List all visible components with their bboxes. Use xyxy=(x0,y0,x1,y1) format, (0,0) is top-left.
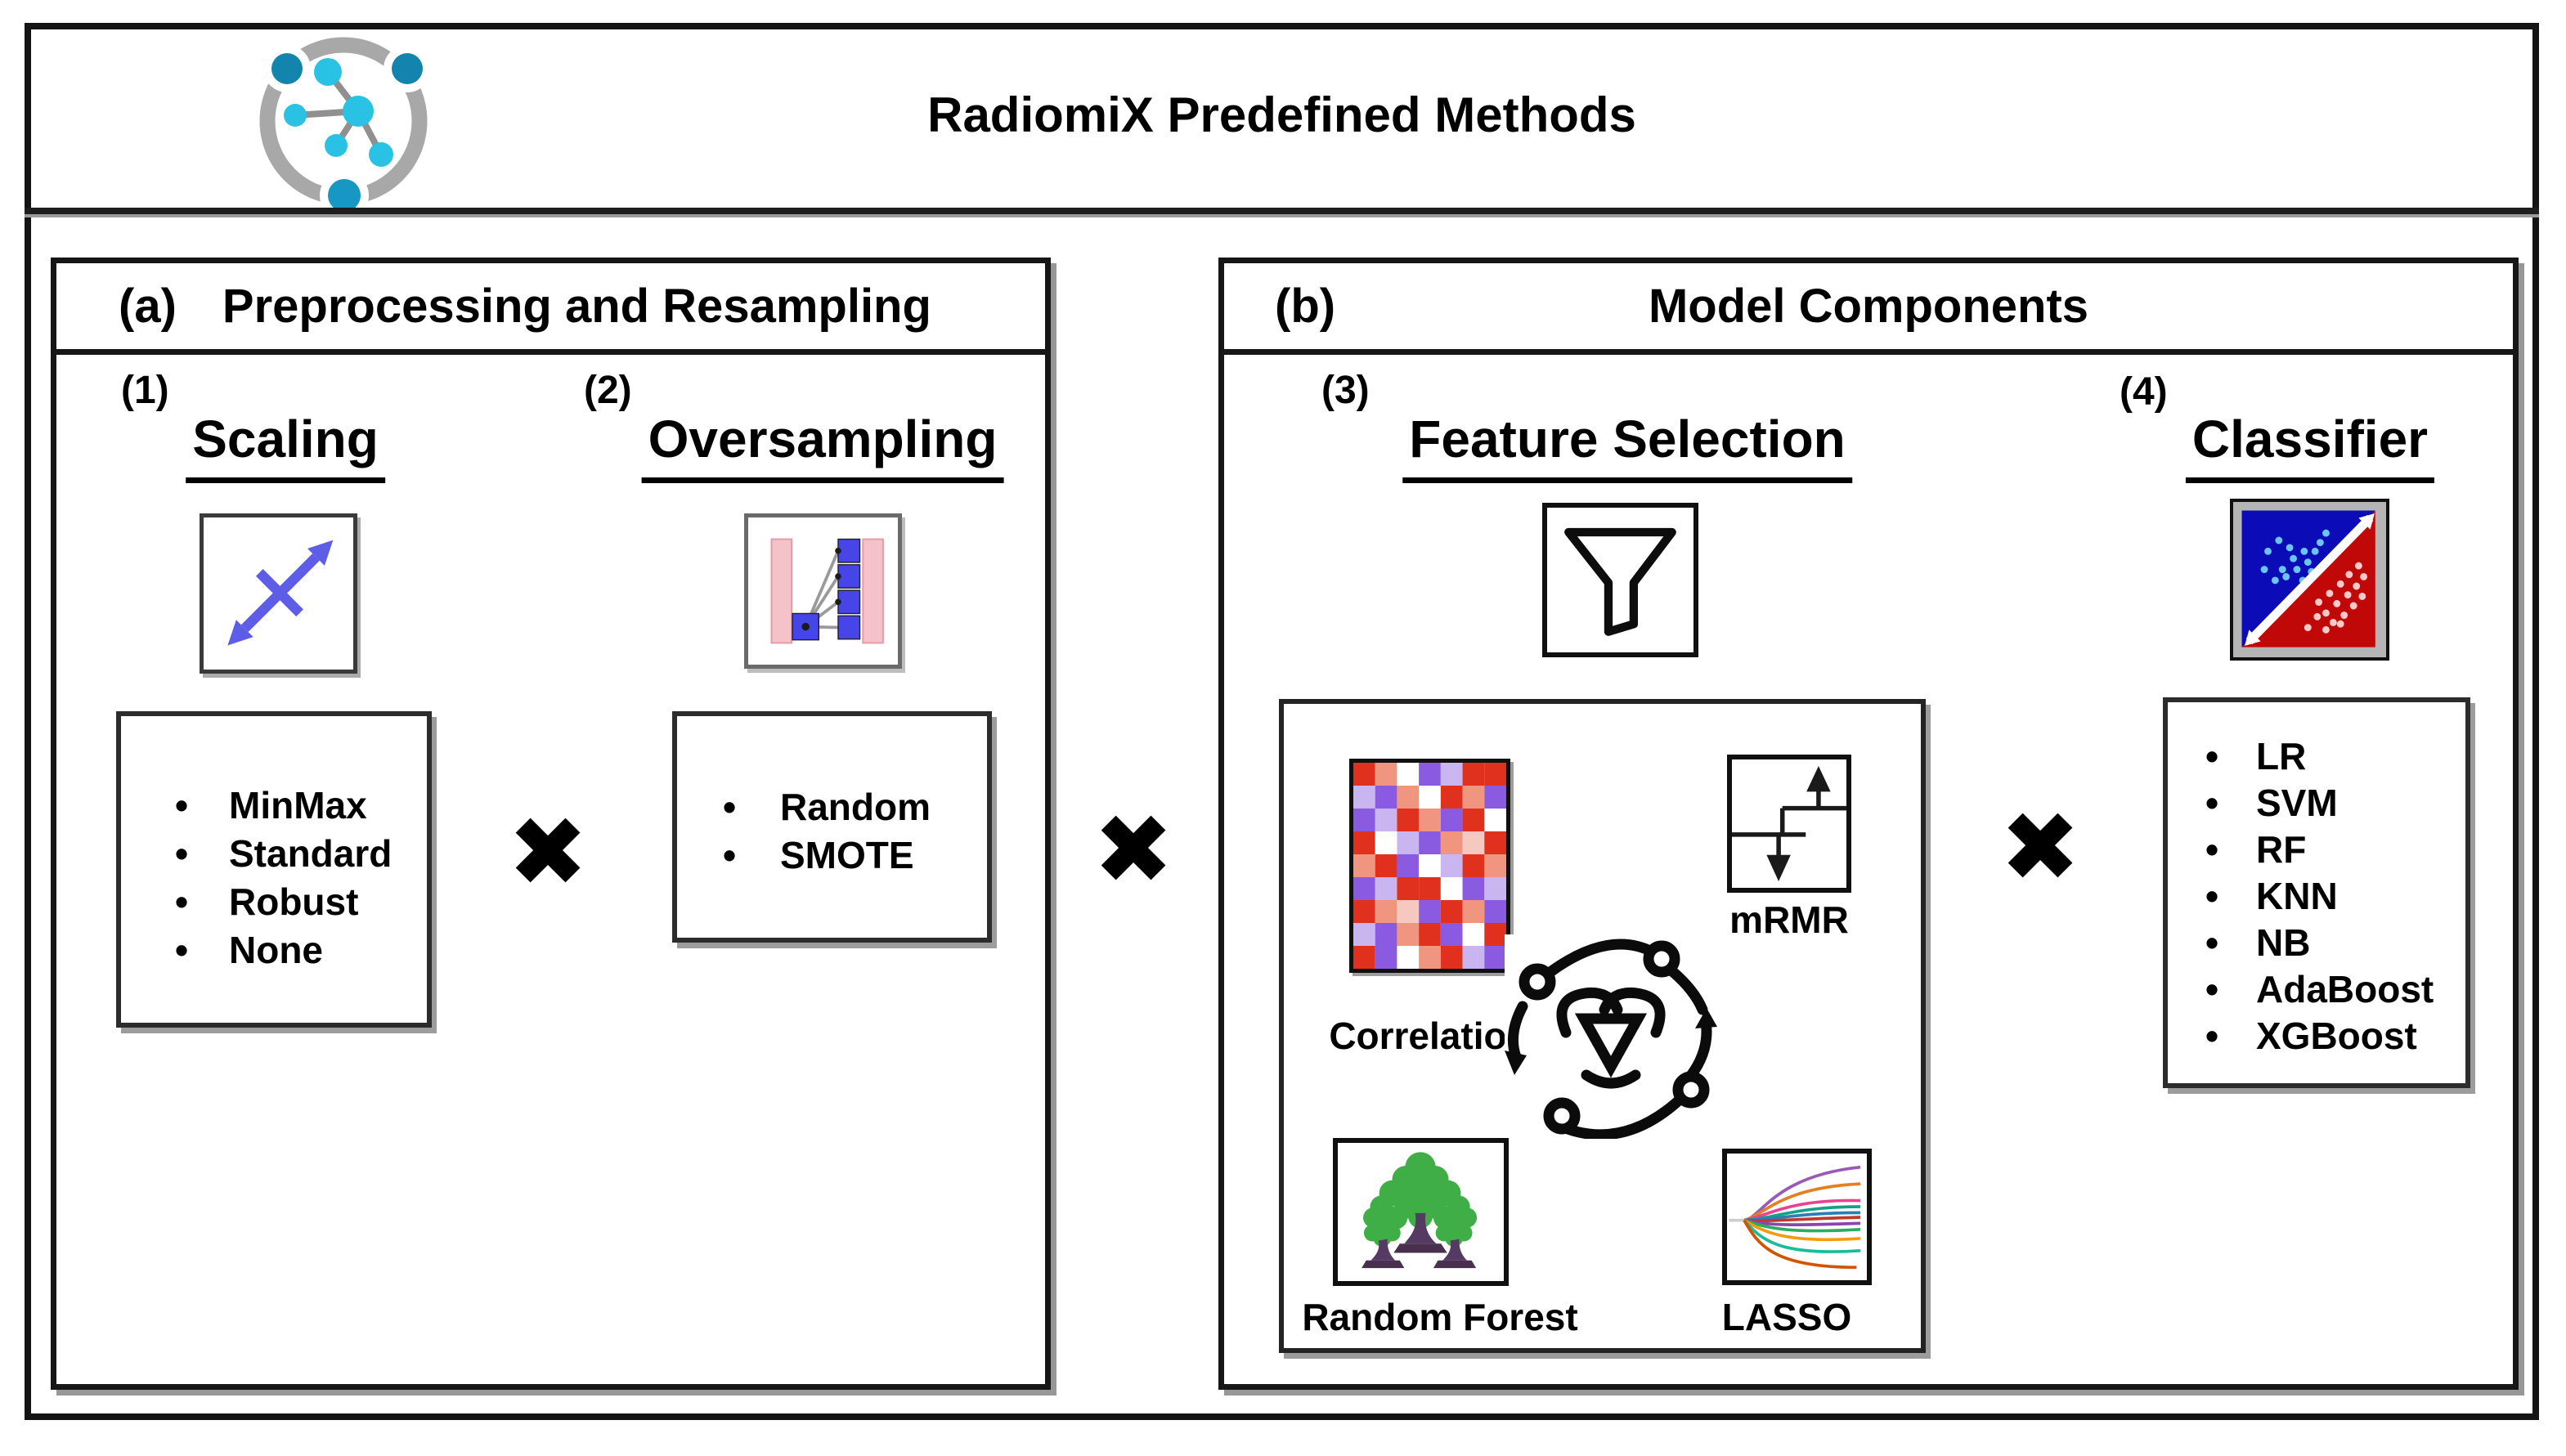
figure-title: RadiomiX Predefined Methods xyxy=(927,87,1636,142)
oversampling-heading: Oversampling xyxy=(641,409,1004,483)
mrmr-updown-arrows-icon xyxy=(1727,755,1851,893)
scaling-options-list: MinMax Standard Robust None xyxy=(121,716,427,974)
funnel-filter-icon xyxy=(1542,503,1698,657)
classifier-heading: Classifier xyxy=(2185,409,2435,483)
list-item: AdaBoost xyxy=(2205,966,2465,1013)
scaling-heading: Scaling xyxy=(186,409,385,483)
oversampling-option: SMOTE xyxy=(780,834,914,876)
scaling-option: Standard xyxy=(229,832,393,875)
multiply-operator: ✖ xyxy=(507,799,589,907)
panel-a-title: Preprocessing and Resampling xyxy=(222,280,931,333)
feature-selection-heading: Feature Selection xyxy=(1402,409,1852,483)
diagonal-resize-arrows-icon xyxy=(200,513,357,674)
scaling-option: MinMax xyxy=(229,784,367,827)
panel-b-header: (b) Model Components xyxy=(1224,263,2513,355)
random-forest-label: Random Forest xyxy=(1302,1296,1578,1338)
header-divider xyxy=(25,208,2539,214)
classifier-option: NB xyxy=(2256,921,2311,964)
panel-b-tag: (b) xyxy=(1275,280,1336,333)
lasso-coefficient-paths-icon xyxy=(1722,1149,1872,1285)
panel-a-header: (a) Preprocessing and Resampling xyxy=(56,263,1045,355)
panel-a-tag: (a) xyxy=(119,280,177,333)
correlation-label: Correlation xyxy=(1329,1015,1530,1057)
list-item: KNN xyxy=(2205,873,2465,920)
classifier-options-box: LR SVM RF KNN NB AdaBoost XGBoost xyxy=(2163,697,2470,1088)
list-item: None xyxy=(175,926,427,974)
scaling-number: (1) xyxy=(121,369,169,412)
classifier-option: SVM xyxy=(2256,782,2338,824)
list-item: Standard xyxy=(175,830,427,878)
list-item: LR xyxy=(2205,733,2465,780)
list-item: MinMax xyxy=(175,782,427,830)
list-item: XGBoost xyxy=(2205,1013,2465,1060)
oversampling-options-box: Random SMOTE xyxy=(672,711,992,943)
panel-b-title: Model Components xyxy=(1648,280,2089,333)
scaling-option: Robust xyxy=(229,880,359,923)
list-item: RF xyxy=(2205,827,2465,873)
multiply-operator: ✖ xyxy=(1092,796,1174,904)
oversampling-options-list: Random SMOTE xyxy=(677,716,987,880)
classifier-option: RF xyxy=(2256,828,2307,871)
classifier-option: XGBoost xyxy=(2256,1015,2417,1057)
list-item: Random xyxy=(723,783,987,831)
list-item: Robust xyxy=(175,878,427,926)
smote-oversampling-icon xyxy=(744,513,902,669)
classifier-option: AdaBoost xyxy=(2256,968,2434,1010)
mrmr-label: mRMR xyxy=(1729,898,1849,941)
lasso-label: LASSO xyxy=(1721,1296,1852,1338)
classifier-number: (4) xyxy=(2120,370,2168,414)
list-item: SVM xyxy=(2205,780,2465,827)
classifier-options-list: LR SVM RF KNN NB AdaBoost XGBoost xyxy=(2168,702,2465,1060)
classifier-option: KNN xyxy=(2256,875,2338,917)
scaling-option: None xyxy=(229,929,323,971)
scaling-options-box: MinMax Standard Robust None xyxy=(116,711,432,1028)
iterative-selection-cycle-icon xyxy=(1505,934,1717,1139)
feature-selection-number: (3) xyxy=(1321,369,1370,412)
list-item: NB xyxy=(2205,920,2465,966)
oversampling-option: Random xyxy=(780,786,931,828)
correlation-heatmap-icon xyxy=(1349,759,1510,973)
class-separation-scatter-icon xyxy=(2230,499,2389,661)
multiply-operator: ✖ xyxy=(1999,794,2081,902)
random-forest-trees-icon xyxy=(1333,1138,1509,1286)
oversampling-number: (2) xyxy=(584,369,632,412)
list-item: SMOTE xyxy=(723,831,987,880)
classifier-option: LR xyxy=(2256,735,2307,777)
